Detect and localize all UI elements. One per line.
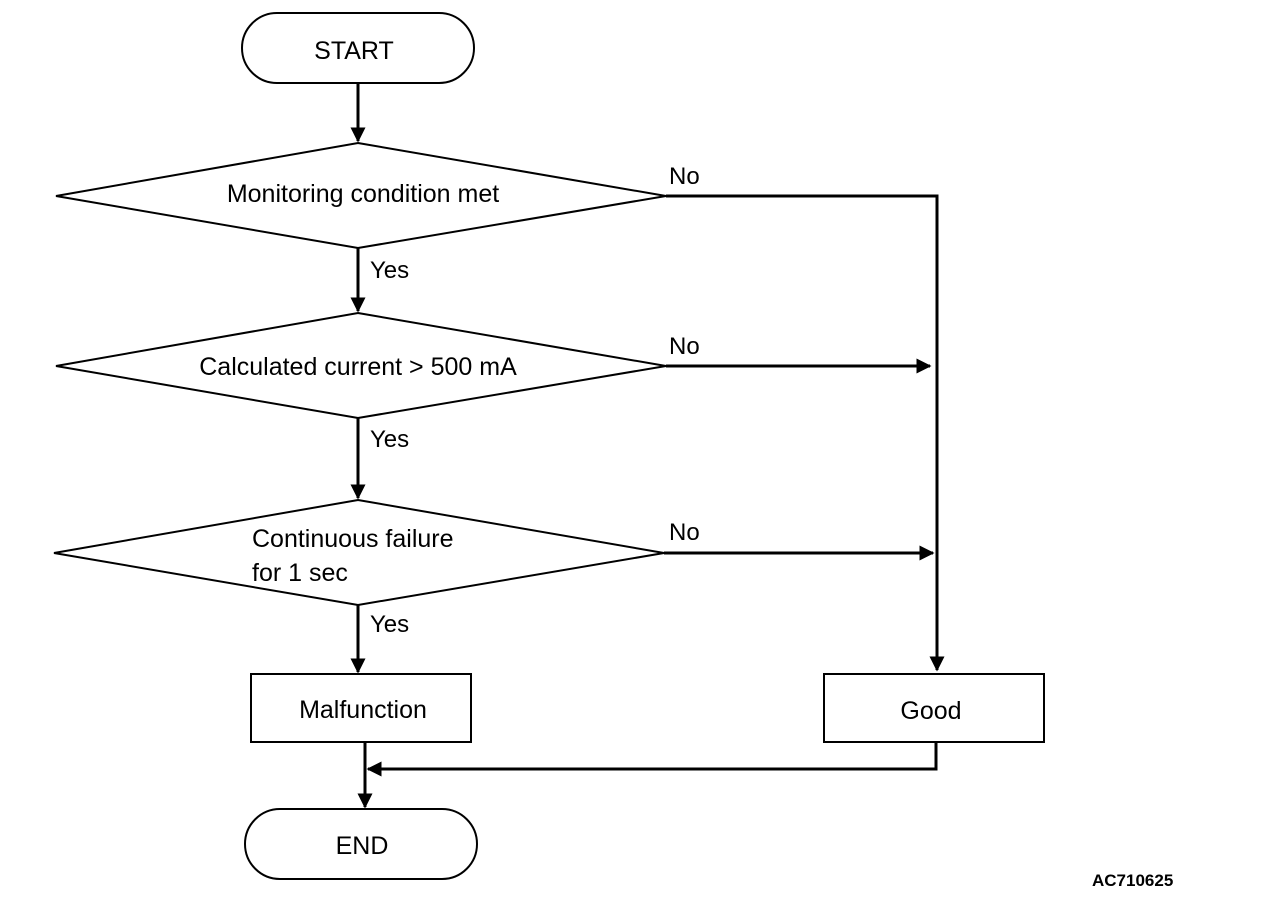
decision-current-label: Calculated current > 500 mA <box>199 353 517 381</box>
malfunction-box: Malfunction <box>250 673 472 743</box>
good-shape <box>823 673 1045 743</box>
decision-current: Calculated current > 500 mA <box>55 311 667 420</box>
arrow-monitoring-no <box>666 194 945 672</box>
edge-label-no-3: No <box>669 519 700 546</box>
malfunction-label: Malfunction <box>299 696 427 724</box>
good-label: Good <box>900 697 961 725</box>
end-label: END <box>336 832 389 860</box>
figure-id: AC710625 <box>1092 871 1173 890</box>
decision-continuous-label-line1: Continuous failure <box>252 525 454 553</box>
edge-label-yes-1: Yes <box>370 257 409 284</box>
decision-continuous: Continuous failure for 1 sec <box>53 498 665 607</box>
malfunction-shape <box>250 673 472 743</box>
edge-label-yes-2: Yes <box>370 426 409 453</box>
end-shape <box>244 808 478 880</box>
good-box: Good <box>823 673 1045 743</box>
decision-continuous-label-line2: for 1 sec <box>252 559 348 587</box>
decision-monitoring: Monitoring condition met <box>55 141 667 250</box>
edge-label-no-1: No <box>669 163 700 190</box>
decision-monitoring-label: Monitoring condition met <box>227 180 499 208</box>
arrow-good-to-merge <box>366 742 938 777</box>
end-terminal: END <box>244 808 478 880</box>
edge-label-no-2: No <box>669 333 700 360</box>
start-label: START <box>314 37 394 65</box>
start-terminal: START <box>241 12 475 84</box>
edge-label-yes-3: Yes <box>370 611 409 638</box>
